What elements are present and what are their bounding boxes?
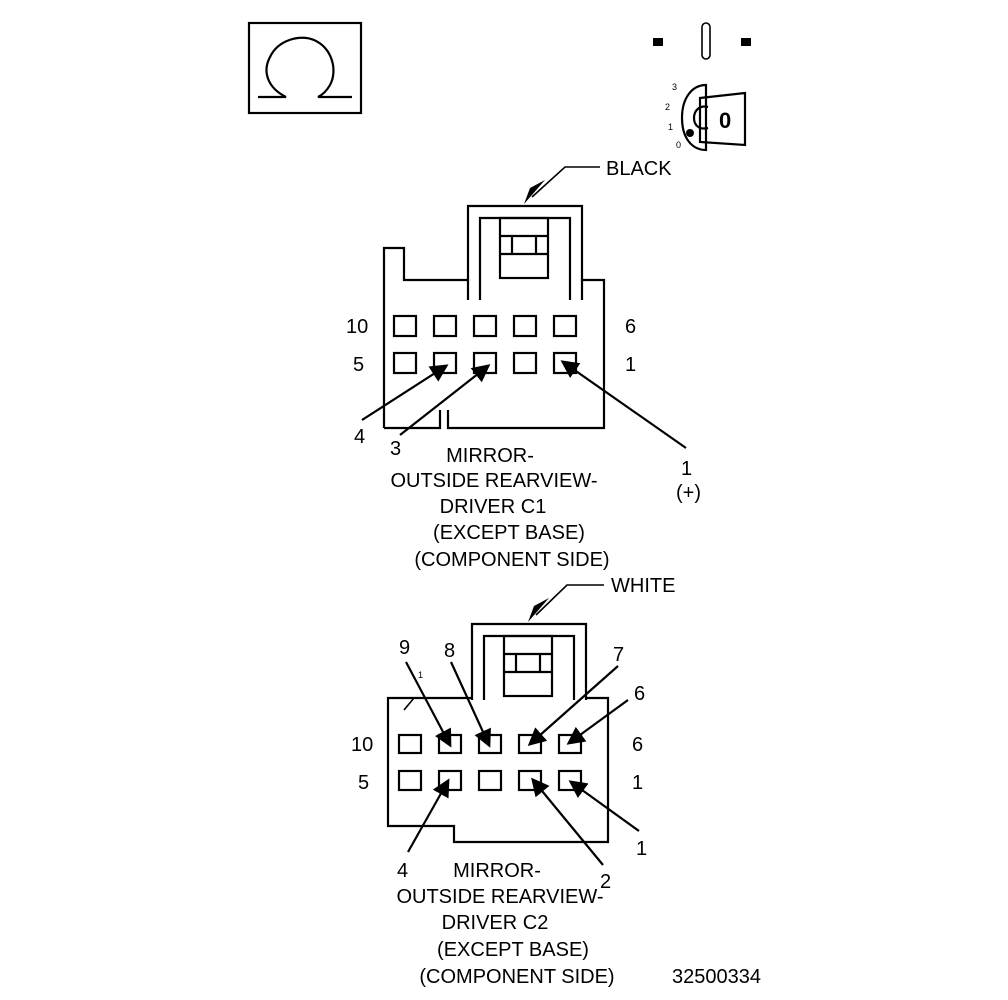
c2-title-line-4: (EXCEPT BASE) [437,939,589,961]
c2-body-mark: 1 [418,670,423,680]
c2-row-bottom-left-label: 5 [358,772,369,794]
connector-c2: WHITE 1 10 6 5 1 [351,575,675,988]
c2-callout-9-arrow [405,661,452,748]
c2-cavity-row-bottom [397,769,583,792]
c1-callout-1-arrow [560,360,687,449]
c1-title-line-3: DRIVER C1 [440,496,547,518]
c2-row-top-right-label: 6 [632,734,643,756]
c2-title-line-5: (COMPONENT SIDE) [419,966,614,988]
c1-cavity-4 [432,351,458,375]
c2-callout-2: 2 [600,871,611,893]
c1-color-label: BLACK [606,158,672,180]
c2-callout-4: 4 [397,860,408,882]
c1-cavity-10 [392,314,418,338]
key-scale-2: 2 [665,102,670,112]
c1-cavity-5 [392,351,418,375]
ignition-key-icon: 0 3 2 1 0 [653,22,751,152]
c1-title-line-5: (COMPONENT SIDE) [414,549,609,571]
c1-cavity-9 [432,314,458,338]
c1-row-top-right-label: 6 [625,316,636,338]
c1-cavity-row-bottom [392,351,578,375]
c1-cavity-3 [472,351,498,375]
c1-title: MIRROR- OUTSIDE REARVIEW- DRIVER C1 (EXC… [390,445,609,571]
c2-callout-6-arrow [566,699,629,745]
c1-row-bottom-left-label: 5 [353,354,364,376]
c1-cavity-8 [472,314,498,338]
c2-title-line-3: DRIVER C2 [442,912,549,934]
c2-cavity-row-top [397,733,583,755]
c2-row-top-left-label: 10 [351,734,373,756]
c2-title-line-2: OUTSIDE REARVIEW- [396,886,603,908]
c2-callout-8: 8 [444,640,455,662]
c2-callout-1: 1 [636,838,647,860]
key-position-label: 0 [719,108,731,133]
connector-c1: BLACK 10 6 5 1 [346,158,701,571]
c2-callout-8-arrow [449,661,491,748]
c2-callout-6: 6 [634,683,645,705]
key-scale-3: 3 [672,82,677,92]
c2-callout-2-arrow [531,777,604,866]
c2-color-label: WHITE [611,575,675,597]
c2-cavity-8 [477,733,503,755]
c1-cavity-6 [552,314,578,338]
c1-cavity-row-top [392,314,578,338]
c1-row-top-left-label: 10 [346,316,368,338]
c2-callout-9: 9 [399,637,410,659]
c2-color-leader [535,584,604,616]
c2-callout-4-arrow [407,778,450,853]
c2-cavity-3 [477,769,503,792]
c1-cavity-7 [512,314,538,338]
c1-callout-4: 4 [354,426,365,448]
c1-color-leader [531,166,600,198]
c2-cavity-4 [437,769,463,792]
c1-title-line-4: (EXCEPT BASE) [433,522,585,544]
c1-row-bottom-right-label: 1 [625,354,636,376]
c1-callout-1-note: (+) [676,482,701,504]
c2-title-line-1: MIRROR- [453,860,541,882]
c1-title-line-1: MIRROR- [446,445,534,467]
c2-callout-1-arrow [568,780,640,832]
c1-cavity-2 [512,351,538,375]
c1-callout-3: 3 [390,438,401,460]
c1-callout-1: 1 [681,458,692,480]
c1-callout-4-arrow [361,364,449,421]
key-scale-1: 1 [668,122,673,132]
c2-cavity-10 [397,733,423,755]
c2-title: MIRROR- OUTSIDE REARVIEW- DRIVER C2 (EXC… [396,860,614,988]
c2-callout-7-arrow [527,665,619,746]
c2-row-bottom-right-label: 1 [632,772,643,794]
c1-title-line-2: OUTSIDE REARVIEW- [390,470,597,492]
c2-callout-7: 7 [613,644,624,666]
omega-symbol-icon [247,21,363,115]
c2-cavity-5 [397,769,423,792]
c1-callout-3-arrow [399,364,491,436]
key-scale-0: 0 [676,140,681,150]
figure-number: 32500334 [672,966,761,988]
